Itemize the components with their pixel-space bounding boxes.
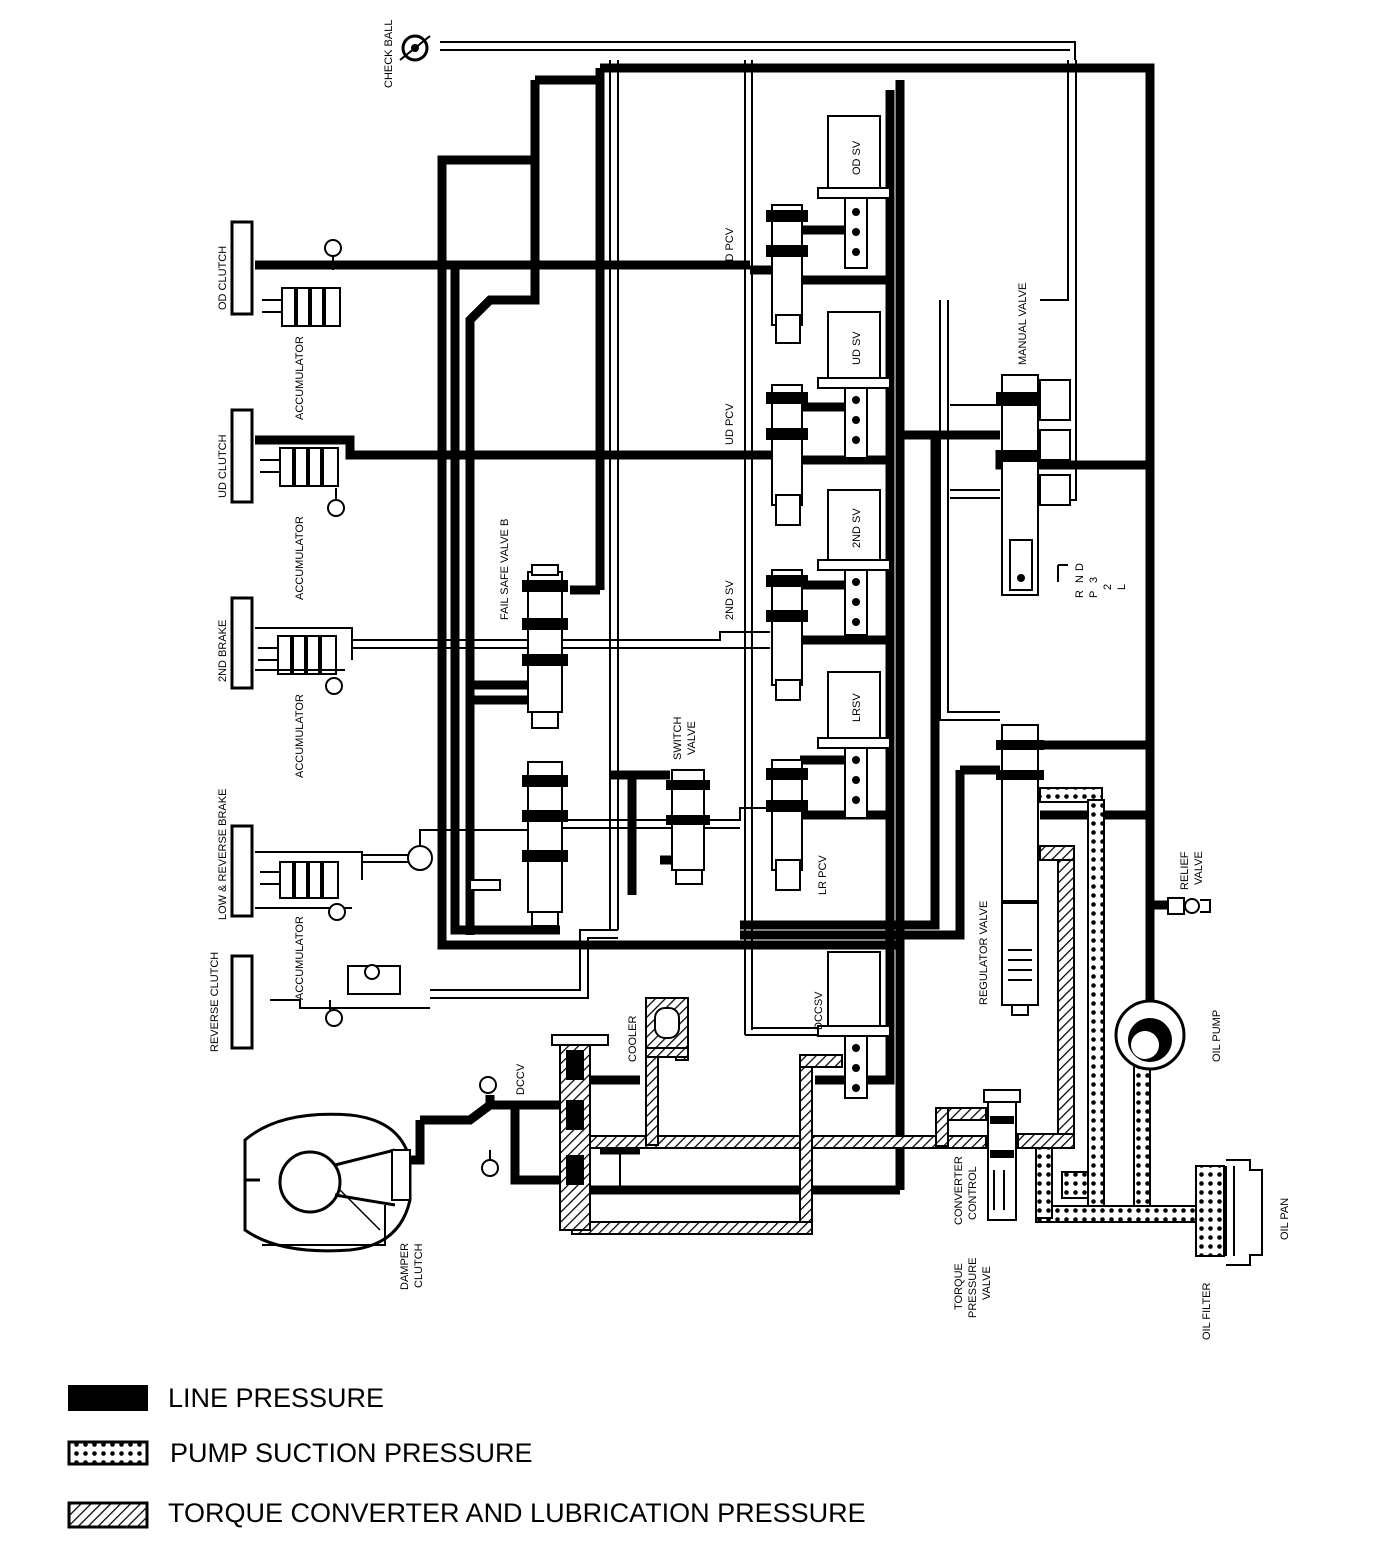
switch-valve: SWITCH VALVE xyxy=(666,717,710,885)
switch-valve-label-2: VALVE xyxy=(686,721,698,755)
fail-safe-valve-b: FAIL SAFE VALVE B xyxy=(499,519,568,729)
sv-2nd-label-a: 2ND SV xyxy=(724,580,736,620)
line-pressure-passages xyxy=(255,63,1180,1195)
regulator-valve-label: REGULATOR VALVE xyxy=(978,901,990,1005)
lr-sv: LRSV xyxy=(817,671,891,819)
relief-valve: RELIEF VALVE xyxy=(1167,851,1211,915)
check-ball-label: CHECK BALL xyxy=(383,20,395,88)
gear-p: P xyxy=(1088,591,1100,598)
oil-pan: OIL PAN xyxy=(1226,1159,1291,1266)
cooler-label: COOLER xyxy=(627,1015,639,1062)
legend-line-pressure: LINE PRESSURE xyxy=(68,1383,384,1413)
lr-pcv-label: LR PCV xyxy=(817,855,829,895)
manual-valve: MANUAL VALVE R N D P 3 2 L xyxy=(996,283,1128,598)
gear-r: R xyxy=(1074,590,1086,598)
brake-2nd-label: 2ND BRAKE xyxy=(217,620,229,682)
ud-clutch: UD CLUTCH xyxy=(217,408,254,504)
ud-pcv-label: UD PCV xyxy=(724,403,736,445)
od-sv: OD SV xyxy=(817,115,891,269)
sv-2nd-label-b: 2ND SV xyxy=(851,508,863,548)
converter-control-label-2: CONTROL xyxy=(967,1166,979,1220)
od-clutch-label: OD CLUTCH xyxy=(217,246,229,310)
od-accumulator: ACCUMULATOR xyxy=(262,239,342,420)
damper-clutch-label-2: CLUTCH xyxy=(413,1243,425,1288)
gear-d: D xyxy=(1074,563,1086,571)
brake-2nd: 2ND BRAKE xyxy=(217,596,254,690)
pcv-2nd: 2ND SV xyxy=(724,569,808,701)
ud-pcv: UD PCV xyxy=(724,384,808,526)
ud-sv-label: UD SV xyxy=(851,331,863,365)
od-clutch: OD CLUTCH xyxy=(217,220,254,316)
dccv: DCCV xyxy=(479,1034,609,1231)
ud-accumulator: ACCUMULATOR xyxy=(260,447,345,600)
torque-pressure-valve-label-1: TORQUE xyxy=(953,1263,965,1310)
low-reverse-accumulator: ACCUMULATOR xyxy=(255,845,433,1000)
low-reverse-brake-label: LOW & REVERSE BRAKE xyxy=(217,789,229,920)
gear-3: 3 xyxy=(1088,577,1100,583)
torque-converter: DAMPER CLUTCH xyxy=(243,1112,425,1290)
check-ball: CHECK BALL xyxy=(383,20,431,88)
torque-pressure-valve-label-2: PRESSURE xyxy=(967,1257,979,1318)
gear-n: N xyxy=(1074,575,1086,583)
reverse-clutch-label: REVERSE CLUTCH xyxy=(209,952,221,1052)
oil-filter: OIL FILTER xyxy=(1195,1165,1235,1340)
reverse-clutch: REVERSE CLUTCH xyxy=(209,952,254,1052)
relief-valve-label-1: RELIEF xyxy=(1179,851,1191,890)
pump-suction-passages xyxy=(1035,787,1199,1223)
legend-label-torque-converter: TORQUE CONVERTER AND LUBRICATION PRESSUR… xyxy=(168,1498,866,1528)
converter-control-valve: CONVERTER CONTROL TORQUE PRESSURE VALVE xyxy=(953,1089,1021,1318)
lr-pcv: LR PCV xyxy=(766,759,829,895)
oil-pan-label: OIL PAN xyxy=(1279,1198,1291,1240)
od-sv-label: OD SV xyxy=(851,140,863,175)
sv-2nd: 2ND SV xyxy=(817,489,891,636)
lubrication-passages xyxy=(571,845,1075,1235)
legend-swatch-torque-converter xyxy=(67,1501,149,1529)
ud-clutch-label: UD CLUTCH xyxy=(217,434,229,498)
od-pcv: OD PCV xyxy=(724,204,808,344)
damper-clutch-label-1: DAMPER xyxy=(399,1243,411,1290)
legend-label-line-pressure: LINE PRESSURE xyxy=(168,1383,384,1413)
torque-pressure-valve-label-3: VALVE xyxy=(981,1266,993,1300)
od-pcv-label: OD PCV xyxy=(724,227,736,270)
fail-safe-valve-a xyxy=(469,761,568,927)
low-reverse-brake: LOW & REVERSE BRAKE xyxy=(217,789,254,920)
regulator-valve: REGULATOR VALVE xyxy=(978,724,1044,1016)
reverse-clutch-orifice xyxy=(325,964,401,1027)
accumulator-2-label: ACCUMULATOR xyxy=(294,516,306,600)
gear-l: L xyxy=(1116,584,1128,590)
legend-pump-suction: PUMP SUCTION PRESSURE xyxy=(67,1438,533,1468)
legend: LINE PRESSURE PUMP SUCTION PRESSURE TORQ… xyxy=(67,1383,866,1529)
legend-torque-converter: TORQUE CONVERTER AND LUBRICATION PRESSUR… xyxy=(67,1498,866,1529)
thin-passages xyxy=(270,41,1077,1190)
dccsv-label: DCCSV xyxy=(813,991,825,1030)
dccsv: DCCSV xyxy=(813,951,891,1099)
relief-valve-label-2: VALVE xyxy=(1193,851,1205,885)
dccv-label: DCCV xyxy=(515,1063,527,1095)
accumulator-1-label: ACCUMULATOR xyxy=(294,336,306,420)
manual-valve-label: MANUAL VALVE xyxy=(1017,283,1029,365)
gear-2: 2 xyxy=(1102,584,1114,590)
accumulator-3-label: ACCUMULATOR xyxy=(294,694,306,778)
lr-sv-label: LRSV xyxy=(851,693,863,722)
fail-safe-valve-b-label: FAIL SAFE VALVE B xyxy=(499,519,511,620)
oil-pump-label: OIL PUMP xyxy=(1211,1010,1223,1062)
legend-label-pump-suction: PUMP SUCTION PRESSURE xyxy=(170,1438,533,1468)
legend-swatch-pump-suction xyxy=(67,1440,149,1466)
oil-pump: OIL PUMP xyxy=(1114,999,1223,1071)
switch-valve-label-1: SWITCH xyxy=(672,717,684,760)
accumulator-4-label: ACCUMULATOR xyxy=(294,916,306,1000)
legend-swatch-line-pressure xyxy=(68,1385,148,1411)
cooler: COOLER xyxy=(627,997,689,1062)
converter-control-label-1: CONVERTER xyxy=(953,1156,965,1225)
oil-filter-label: OIL FILTER xyxy=(1201,1282,1213,1340)
ud-sv: UD SV xyxy=(817,311,891,459)
brake-2nd-accumulator: ACCUMULATOR xyxy=(255,627,353,778)
